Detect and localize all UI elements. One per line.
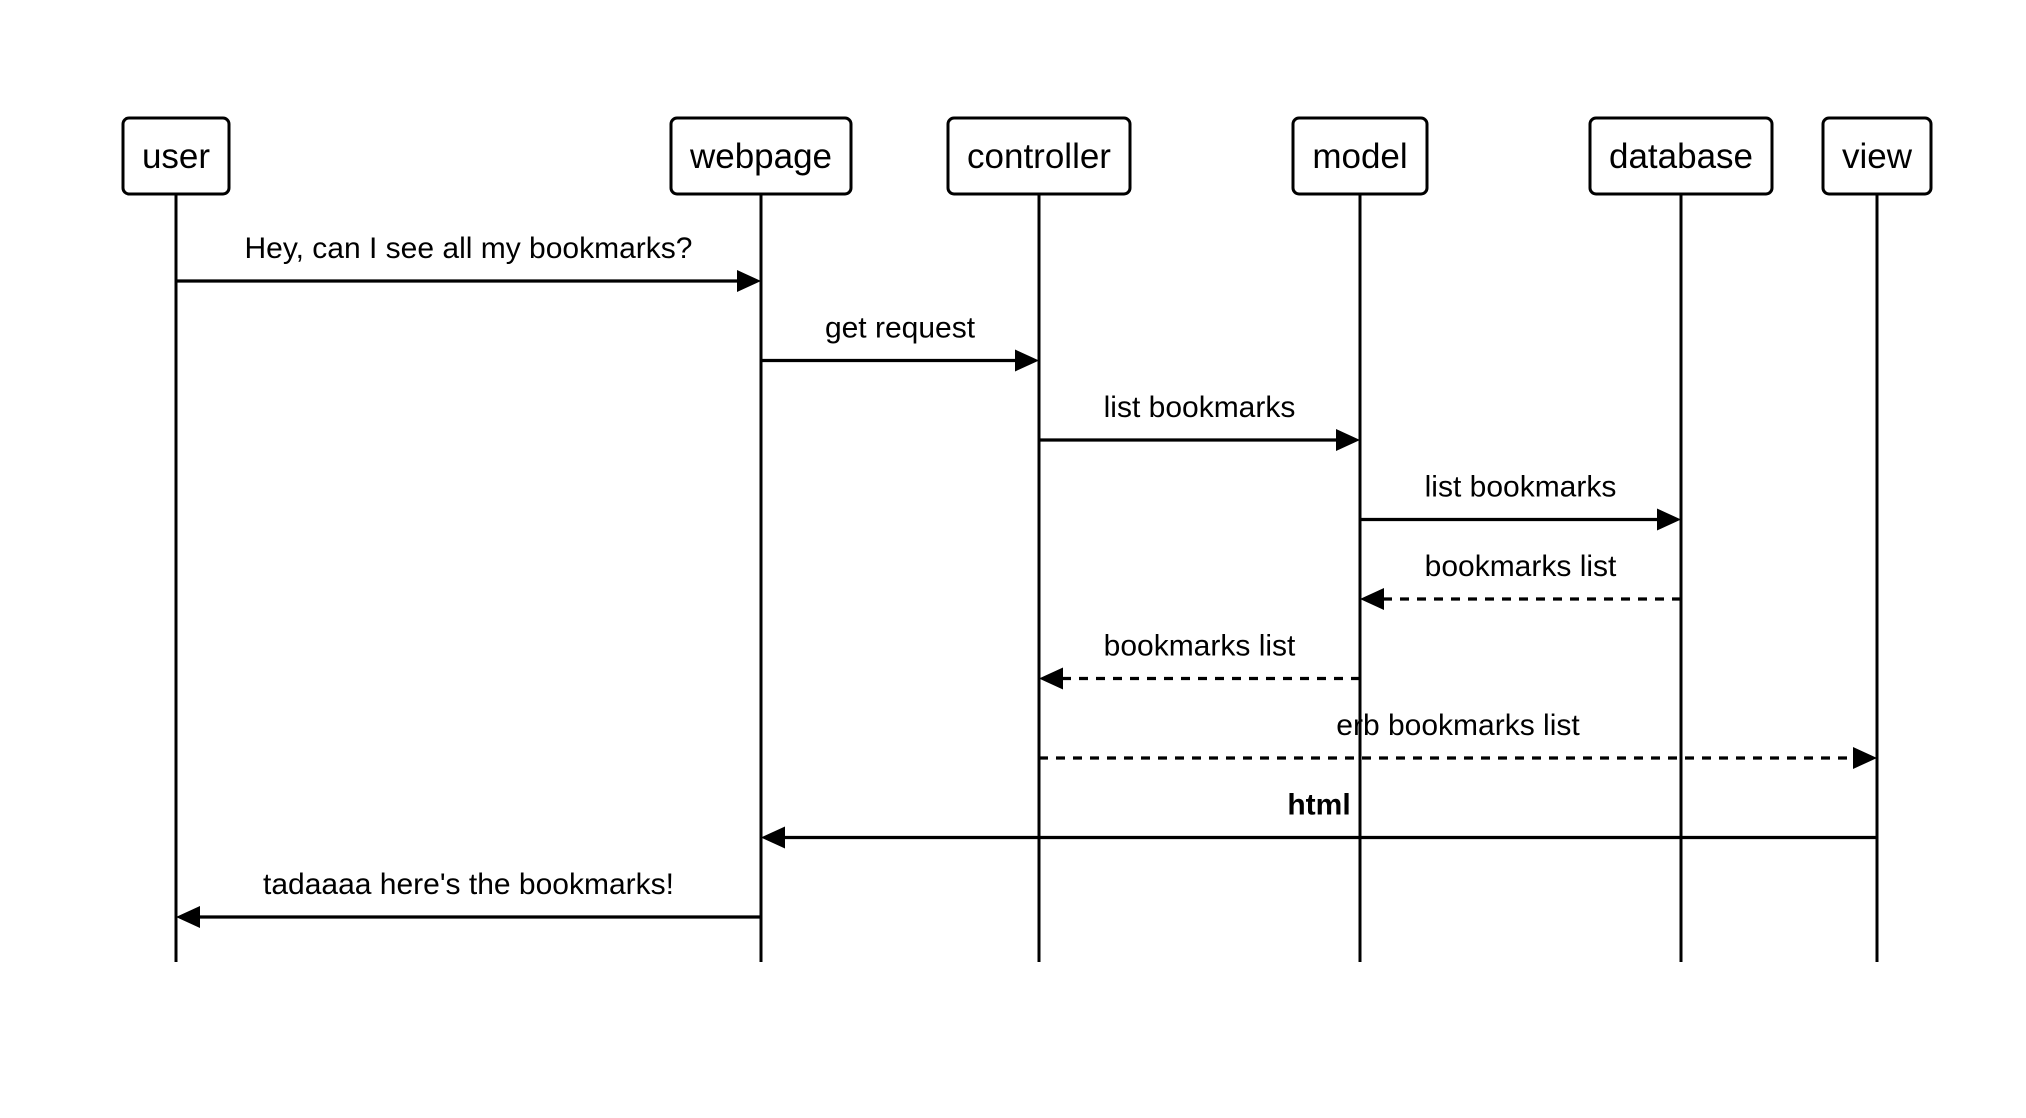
actor-label-view: view	[1842, 137, 1913, 176]
actor-user: user	[121, 116, 231, 196]
message-2: get request	[761, 312, 1039, 372]
message-1: Hey, can I see all my bookmarks?	[176, 232, 761, 292]
arrowhead-icon	[737, 270, 761, 292]
actor-webpage: webpage	[669, 116, 853, 196]
actor-box-user	[121, 116, 231, 196]
actor-model: model	[1291, 116, 1429, 196]
actor-label-controller: controller	[967, 137, 1111, 176]
message-8: html	[761, 789, 1877, 849]
actor-view: view	[1821, 116, 1933, 196]
message-7: erb bookmarks list	[1039, 709, 1877, 769]
messages: Hey, can I see all my bookmarks? get requ…	[176, 232, 1877, 928]
actor-box-webpage	[669, 116, 853, 196]
arrowhead-icon	[761, 826, 785, 849]
message-label: list bookmarks	[1425, 471, 1617, 504]
arrowhead-icon	[1360, 588, 1384, 610]
message-label: get request	[825, 312, 976, 345]
message-label: bookmarks list	[1104, 630, 1296, 663]
message-label: erb bookmarks list	[1336, 709, 1580, 742]
message-label: bookmarks list	[1425, 550, 1617, 583]
message-label: tadaaaa here's the bookmarks!	[263, 868, 674, 901]
message-4: list bookmarks	[1360, 471, 1681, 531]
actor-box-model	[1291, 116, 1429, 196]
message-3: list bookmarks	[1039, 391, 1360, 451]
arrowhead-icon	[176, 906, 200, 928]
actor-label-model: model	[1312, 137, 1407, 176]
actor-label-user: user	[142, 137, 210, 176]
lifelines	[174, 194, 1879, 962]
arrowhead-icon	[1336, 429, 1360, 451]
message-label: list bookmarks	[1104, 391, 1296, 424]
actor-box-database	[1588, 116, 1774, 196]
message-label: html	[1287, 789, 1350, 822]
message-5: bookmarks list	[1360, 550, 1681, 610]
arrowhead-icon	[1657, 508, 1681, 531]
actor-controller: controller	[946, 116, 1132, 196]
actor-database: database	[1588, 116, 1774, 196]
actor-box-controller	[946, 116, 1132, 196]
actors: user webpage controller model database view	[121, 116, 1933, 196]
actor-label-webpage: webpage	[689, 137, 832, 176]
actor-label-database: database	[1609, 137, 1753, 176]
message-6: bookmarks list	[1039, 630, 1360, 690]
actor-box-view	[1821, 116, 1933, 196]
arrowhead-icon	[1015, 349, 1039, 372]
arrowhead-icon	[1039, 667, 1063, 690]
arrowhead-icon	[1853, 747, 1877, 769]
message-9: tadaaaa here's the bookmarks!	[176, 868, 761, 928]
message-label: Hey, can I see all my bookmarks?	[245, 232, 693, 265]
